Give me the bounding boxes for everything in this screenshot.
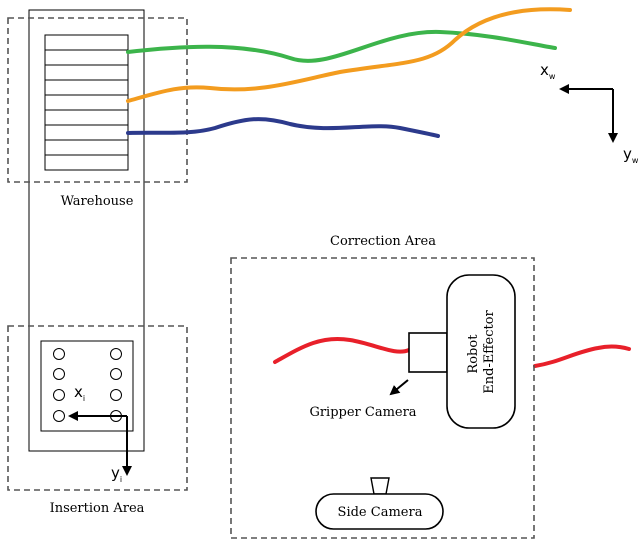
correction-area-label: Correction Area	[330, 234, 436, 249]
gripper-camera-label: Gripper Camera	[309, 405, 416, 420]
insertion-area	[7, 325, 188, 491]
warehouse-label: Warehouse	[61, 194, 134, 209]
insertion-area-label: Insertion Area	[50, 501, 145, 516]
world-y-label: yw	[623, 145, 639, 165]
side-camera	[315, 493, 444, 530]
cable-red	[273, 337, 631, 368]
side-camera-lens	[370, 477, 390, 495]
insertion-y-label: yi	[111, 464, 122, 484]
insertion-x-label: xi	[74, 383, 85, 403]
robot-end-effector	[446, 274, 516, 429]
rack-frame	[28, 9, 145, 452]
gripper-camera-arrow	[389, 379, 409, 396]
side-camera-label: Side Camera	[338, 505, 423, 520]
cable-navy	[126, 117, 440, 138]
correction-area	[230, 257, 535, 539]
world-x-label: xw	[540, 61, 556, 81]
gripper-camera	[408, 332, 448, 373]
world-axes: xw yw	[540, 61, 639, 165]
warehouse-shelves	[44, 34, 129, 171]
robot-label: Robot End-Effector	[466, 309, 497, 393]
cable-green	[126, 29, 557, 63]
cable-orange	[126, 7, 572, 103]
insertion-axes: xi yi	[68, 383, 132, 484]
warehouse-area	[7, 17, 188, 183]
